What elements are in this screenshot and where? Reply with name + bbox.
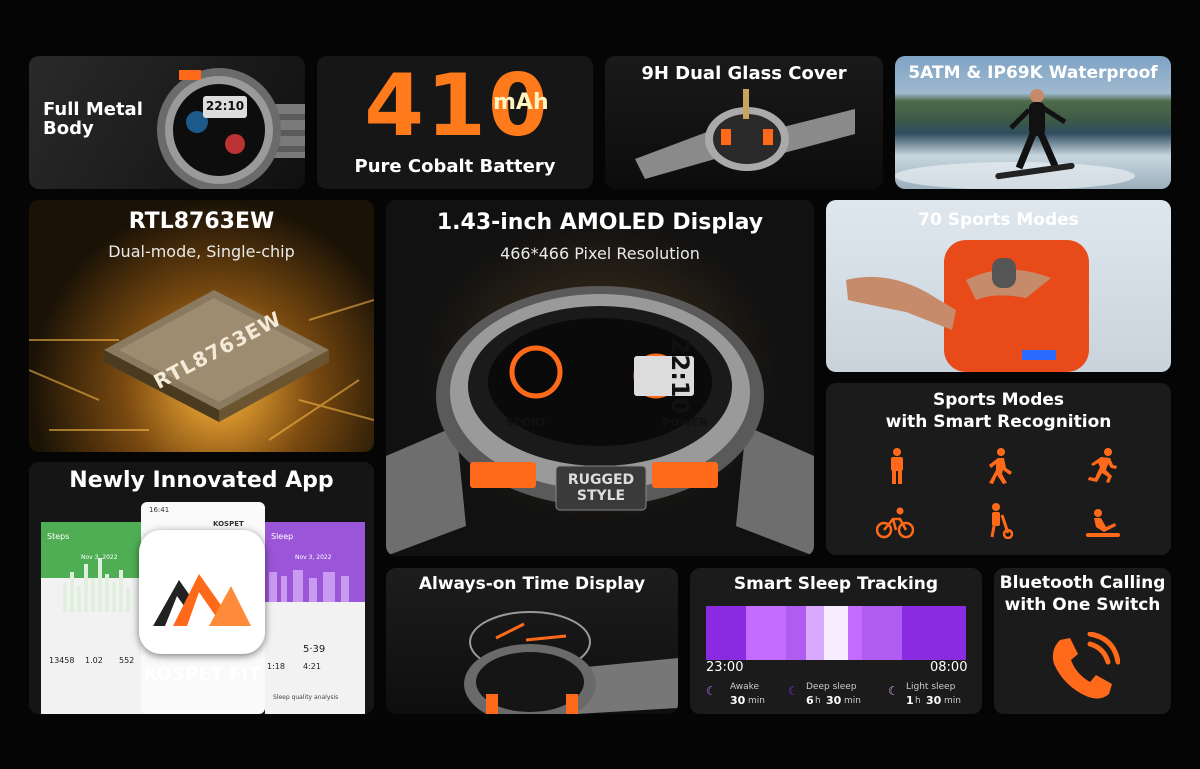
standing-icon xyxy=(891,448,903,484)
display-title: 1.43-inch AMOLED Display xyxy=(436,210,764,235)
rowing-icon xyxy=(1086,509,1120,537)
tile-smart-recognition: Sports Modes with Smart Recognition xyxy=(826,383,1171,555)
display-watch-image xyxy=(386,286,814,556)
sports-modes-title: 70 Sports Modes xyxy=(918,210,1079,230)
legend-minutes: 30 xyxy=(826,694,842,707)
battery-capacity: 410 xyxy=(364,56,550,156)
glass-title: 9H Dual Glass Cover xyxy=(641,63,847,84)
metal-title: Full Metal Body xyxy=(43,99,143,139)
battery-unit: mAh xyxy=(493,90,549,115)
always-on-title: Always-on Time Display xyxy=(418,574,646,594)
sleep-app-footer: Sleep quality analysis xyxy=(273,694,339,701)
sleep-segment xyxy=(806,606,824,660)
sleep-app-value: 5·39 xyxy=(303,644,326,655)
steps-stat-3: 552 xyxy=(119,656,135,665)
elliptical-icon xyxy=(990,503,1014,539)
tile-full-metal-body: Full Metal Body 22:10 xyxy=(29,56,305,189)
app-screen-left: Steps Nov 3, 2022 13458 1.02 552 xyxy=(41,522,151,714)
metal-watch-image xyxy=(157,68,305,189)
mid-time: 16:41 xyxy=(149,506,170,514)
display-watch-time: 22:10 xyxy=(666,337,695,415)
recognition-title-line1: Sports Modes xyxy=(932,390,1065,410)
display-bezel-left: SPORT xyxy=(506,416,547,429)
legend-hour-unit: h xyxy=(815,696,821,706)
sleep-segment xyxy=(824,606,848,660)
recognition-title-line2: with Smart Recognition xyxy=(885,412,1112,432)
tile-always-on: Always-on Time Display xyxy=(386,568,678,714)
display-badge-line2: STYLE xyxy=(576,488,626,504)
moon-icon: ☾ xyxy=(788,684,799,698)
legend-label: Awake xyxy=(730,682,760,692)
tile-app: Newly Innovated App Steps Nov 3, 2022 13… xyxy=(29,462,374,714)
tile-chip: RTL8763EW Dual-mode, Single-chip RTL8763… xyxy=(29,200,374,452)
sleep-segment xyxy=(706,606,746,660)
tile-glass-cover: 9H Dual Glass Cover xyxy=(605,56,883,189)
legend-min-unit: min xyxy=(844,696,861,706)
phone-call-icon xyxy=(1052,632,1120,699)
app-name: KOSPET FIT xyxy=(143,664,261,685)
tile-sports-modes: 70 Sports Modes xyxy=(826,200,1171,372)
sleep-segment xyxy=(862,606,902,660)
legend-min-unit: min xyxy=(944,696,961,706)
chip-image xyxy=(29,290,374,441)
chip-subtitle: Dual-mode, Single-chip xyxy=(108,242,295,261)
running-icon xyxy=(1088,448,1117,483)
sleep-segment xyxy=(786,606,806,660)
sleep-segment xyxy=(848,606,862,660)
tile-battery: 410 mAh Pure Cobalt Battery xyxy=(317,56,593,189)
display-badge-line1: RUGGED xyxy=(567,472,635,488)
app-icon[interactable] xyxy=(139,530,265,654)
steps-header: Steps xyxy=(41,522,151,578)
legend-hours: 6 xyxy=(806,694,814,707)
legend-label: Deep sleep xyxy=(806,682,857,692)
always-on-watch-image xyxy=(464,611,678,714)
tile-amoled-display: 1.43-inch AMOLED Display 466*466 Pixel R… xyxy=(386,200,814,556)
sleep-app-stat-1: 1:18 xyxy=(267,662,285,671)
sleep-segment xyxy=(902,606,966,660)
sleep-end: 08:00 xyxy=(930,660,968,675)
legend-hour-unit: h xyxy=(915,696,921,706)
bluetooth-title-line1: Bluetooth Calling xyxy=(999,573,1166,593)
display-subtitle: 466*466 Pixel Resolution xyxy=(500,244,700,263)
tile-bluetooth-calling: Bluetooth Calling with One Switch xyxy=(994,568,1171,714)
chip-title: RTL8763EW xyxy=(128,209,275,234)
app-screen-right: Sleep Nov 3, 2022 5·39 1:18 4:21 Sleep q… xyxy=(265,522,365,714)
sports-arm-image xyxy=(846,240,1089,372)
glass-watch-image xyxy=(635,89,855,179)
surfer-image xyxy=(895,89,1135,189)
legend-min-unit: min xyxy=(748,696,765,706)
waterproof-title: 5ATM & IP69K Waterproof xyxy=(908,63,1158,83)
sleep-app-stat-2: 4:21 xyxy=(303,662,321,671)
metal-watch-time: 22:10 xyxy=(205,99,245,113)
cycling-icon xyxy=(876,507,914,539)
legend-minutes: 30 xyxy=(730,694,746,707)
mid-brand: KOSPET xyxy=(213,520,244,528)
steps-chart xyxy=(63,558,130,612)
legend-hours: 1 xyxy=(906,694,914,707)
steps-stat-1: 13458 xyxy=(49,656,75,665)
sleep-start: 23:00 xyxy=(706,660,744,675)
tile-sleep-tracking: Smart Sleep Tracking 23:00 08:00 ☾ Awake… xyxy=(690,568,982,714)
bluetooth-title-line2: with One Switch xyxy=(1004,595,1161,615)
legend-minutes: 30 xyxy=(926,694,942,707)
battery-label: Pure Cobalt Battery xyxy=(354,156,556,177)
walking-icon xyxy=(989,448,1012,484)
steps-date: Nov 3, 2022 xyxy=(81,554,118,561)
sleep-app-chart xyxy=(269,570,349,602)
kospet-logo-icon xyxy=(153,574,251,626)
tile-waterproof: 5ATM & IP69K Waterproof xyxy=(895,56,1171,189)
app-title: Newly Innovated App xyxy=(69,468,334,493)
legend-label: Light sleep xyxy=(906,682,956,692)
sleep-bar xyxy=(706,606,966,660)
moon-icon: ☾ xyxy=(888,684,899,698)
steps-stat-2: 1.02 xyxy=(85,656,103,665)
sleep-app-date: Nov 3, 2022 xyxy=(295,554,332,561)
moon-icon: ☾ xyxy=(706,684,717,698)
sleep-segment xyxy=(746,606,786,660)
display-bezel-right: POWER xyxy=(662,416,708,429)
sleep-title: Smart Sleep Tracking xyxy=(733,574,939,594)
